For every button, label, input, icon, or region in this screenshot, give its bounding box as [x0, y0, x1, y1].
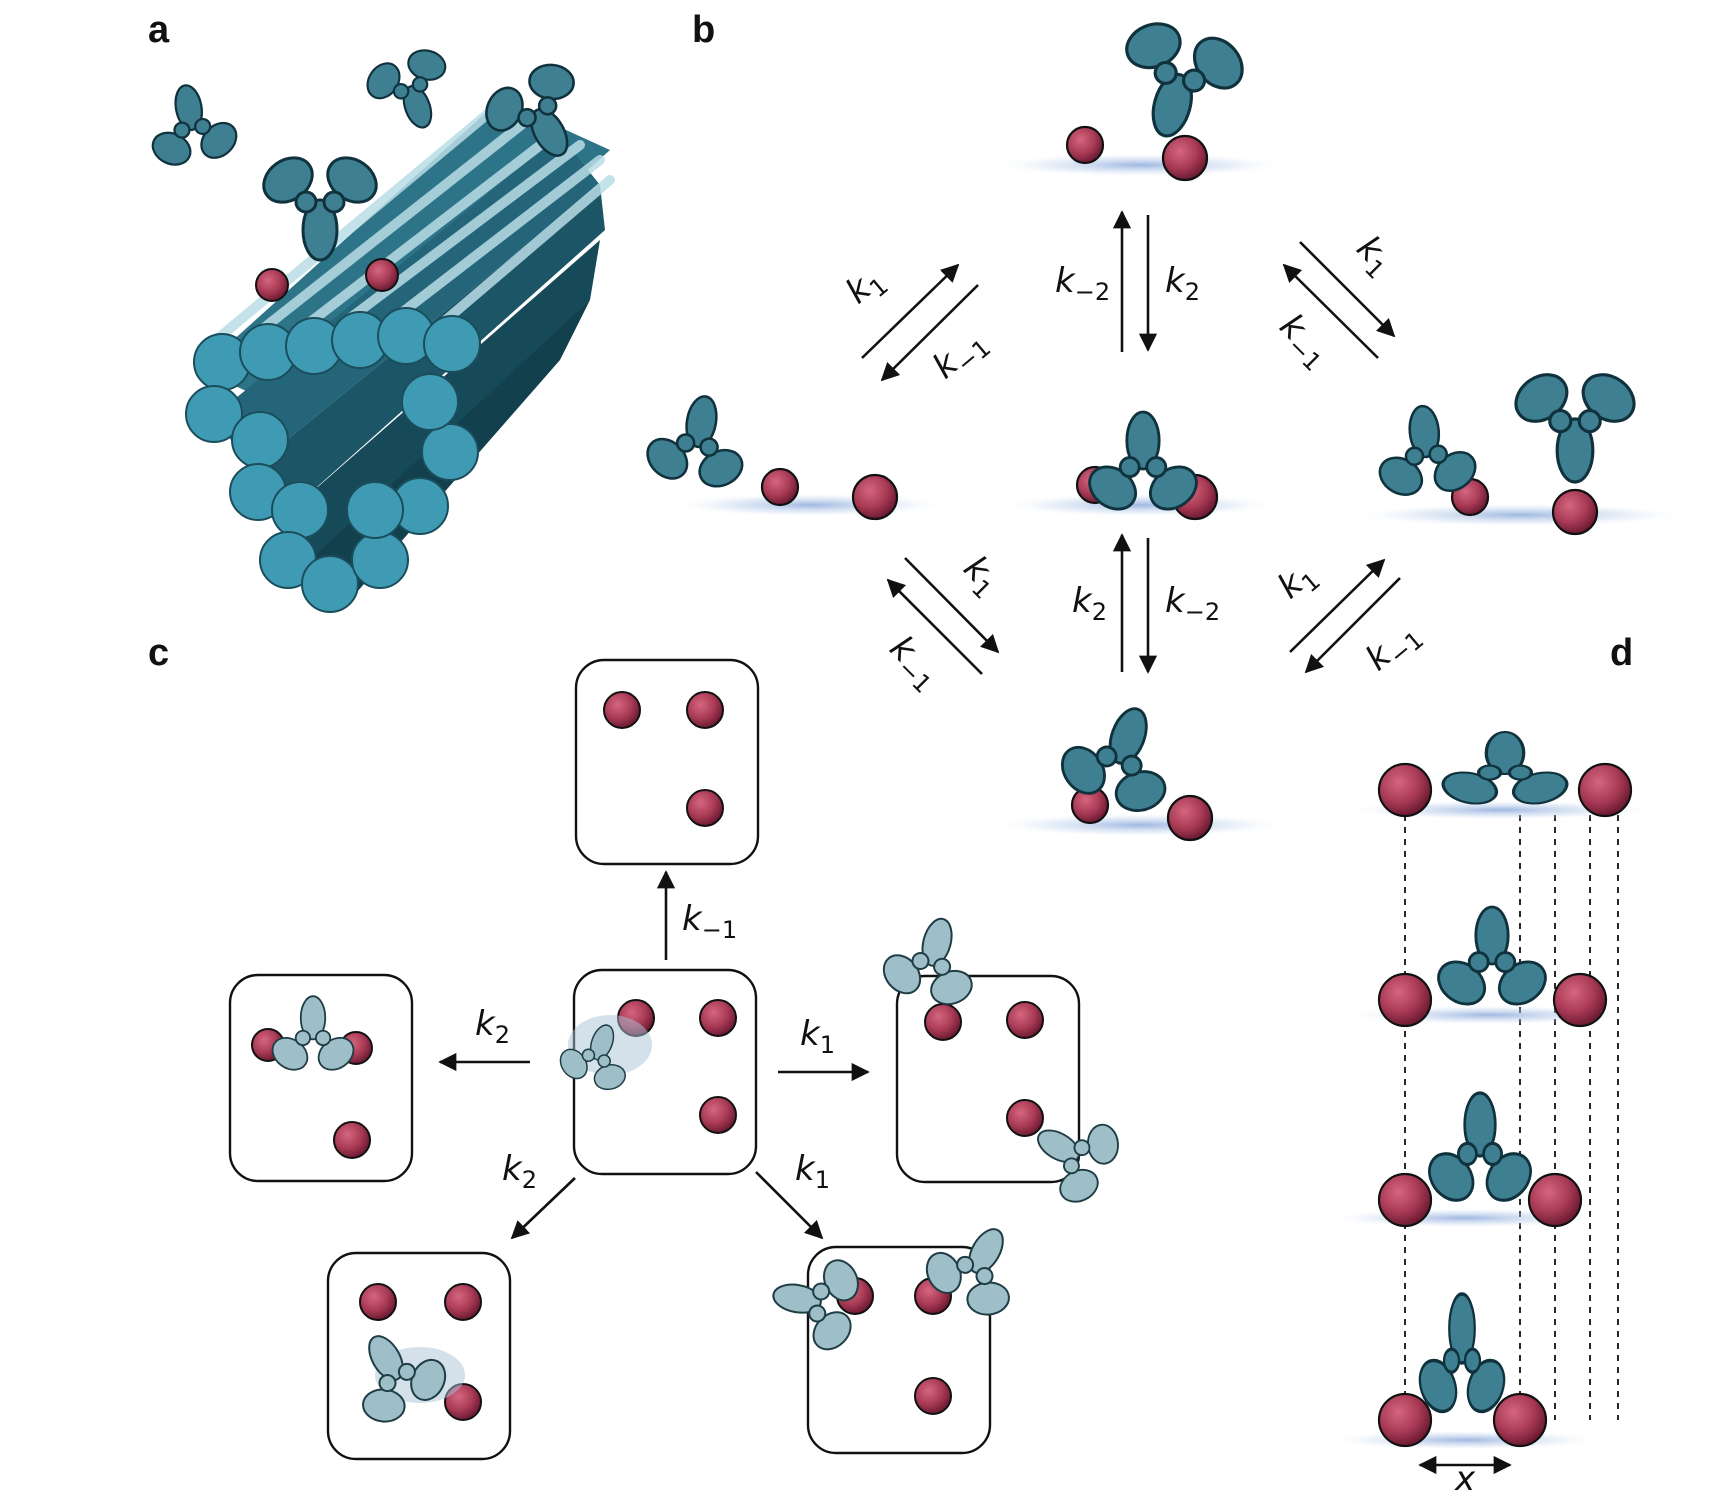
arrow-b-topright-forward — [1299, 241, 1396, 338]
svg-text:k1: k1 — [952, 548, 1009, 605]
rod-ends — [185, 307, 481, 613]
panel-c-boxes — [228, 658, 1137, 1461]
box-c-right — [869, 904, 1137, 1220]
rate-label-km2-topcenter: k−2 — [1055, 261, 1110, 306]
rate-label-km2-bottomcenter: k−2 — [1165, 581, 1220, 626]
rate-label-c-k1-right: k1 — [800, 1014, 835, 1059]
svg-text:k1: k1 — [1270, 554, 1326, 611]
rate-label-km1-bottomleft: k−1 — [878, 628, 949, 699]
state-bottom — [990, 686, 1290, 842]
panel-d-label: d — [1610, 632, 1633, 674]
rate-label-k1-bottomright: k1 — [1270, 554, 1326, 611]
panel-d-guides — [1404, 815, 1619, 1440]
svg-text:k−1: k−1 — [925, 321, 996, 391]
rate-label-k1-topright: k1 — [1345, 228, 1402, 285]
panel-c-label: c — [148, 632, 169, 674]
arrow-c-downleft — [510, 1177, 576, 1240]
rate-label-c-k1-downright: k1 — [795, 1149, 830, 1194]
config-d-4 — [1325, 1292, 1605, 1450]
panel-b-states — [633, 3, 1690, 842]
svg-text:k−1: k−1 — [878, 628, 949, 699]
arrow-b-bottomleft-forward — [904, 557, 1000, 654]
distance-label: x — [1454, 1459, 1476, 1495]
config-d-2 — [1340, 905, 1640, 1028]
svg-text:k−1: k−1 — [1268, 306, 1339, 377]
panel-a-label: a — [148, 9, 170, 51]
config-d-1 — [1340, 730, 1660, 820]
arrow-c-downright — [755, 1171, 824, 1240]
arrow-b-topright-reverse — [1282, 263, 1379, 359]
state-left — [633, 385, 950, 521]
box-c-left — [228, 973, 414, 1183]
svg-text:k1: k1 — [1345, 228, 1402, 285]
rate-label-km1-bottomright: k−1 — [1358, 613, 1429, 683]
arrow-b-bottomleft-reverse — [886, 578, 983, 675]
rate-label-c-km1: k−1 — [682, 899, 737, 944]
arrow-b-bottomright-reverse — [1304, 577, 1401, 674]
rate-label-km1-topleft: k−1 — [925, 321, 996, 391]
arrow-b-bottomright-forward — [1289, 558, 1386, 653]
panel-d-configurations — [1325, 730, 1660, 1450]
rate-label-c-k2-left: k2 — [475, 1004, 510, 1049]
box-c-bottomright — [763, 1203, 1044, 1455]
rate-label-k1-topleft: k1 — [838, 259, 894, 316]
rate-label-km1-topright: k−1 — [1268, 306, 1339, 377]
state-top — [990, 3, 1290, 182]
panel-b-arrows — [861, 210, 1401, 675]
rate-label-k2-topcenter: k2 — [1165, 261, 1200, 306]
panel-a-rod-bundle — [135, 34, 615, 613]
panel-c-arrows — [438, 870, 870, 1240]
panel-b-label: b — [692, 9, 715, 51]
box-c-top — [574, 658, 760, 866]
arrow-b-topleft-reverse — [880, 284, 979, 382]
box-c-bottomleft — [326, 1251, 512, 1461]
svg-text:k−1: k−1 — [1358, 613, 1429, 683]
panel-a-antigens — [255, 258, 399, 302]
svg-text:k1: k1 — [838, 259, 894, 316]
state-center — [1000, 410, 1280, 521]
rate-label-k1-bottomleft: k1 — [952, 548, 1009, 605]
rate-label-c-k2-downleft: k2 — [502, 1149, 537, 1194]
rate-label-k2-bottomcenter: k2 — [1072, 581, 1107, 626]
box-c-center — [548, 968, 758, 1176]
arrow-b-topleft-forward — [861, 263, 960, 359]
panel-c-rate-labels: k−1 k2 k1 k2 k1 — [475, 899, 835, 1194]
panel-d-distance: x — [1418, 1455, 1512, 1495]
config-d-3 — [1325, 1091, 1605, 1228]
rod-highlights — [205, 107, 615, 350]
state-right — [1350, 363, 1690, 536]
